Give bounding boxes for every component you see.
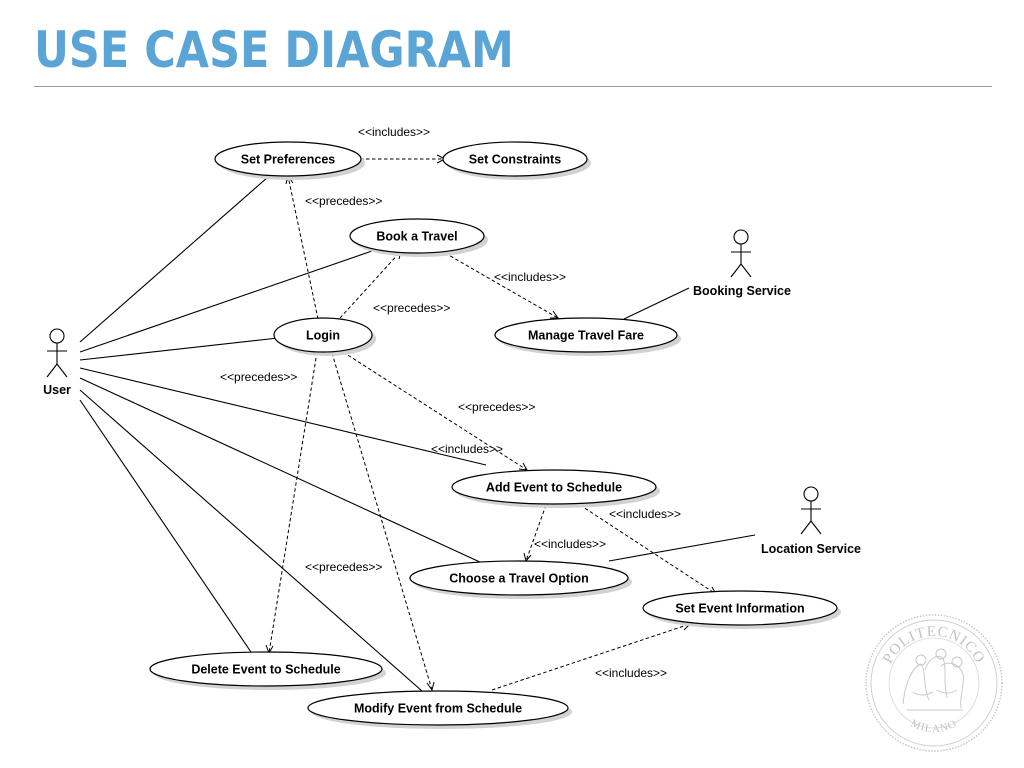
label-login-precedes-add: <<precedes>>: [458, 400, 535, 414]
label-login-precedes-setpref: <<precedes>>: [305, 194, 382, 208]
actor-stick-figure-icon: [730, 229, 752, 278]
dep-login-delete: [268, 351, 318, 654]
actor-stick-figure-icon: [46, 328, 68, 378]
actor-location-service[interactable]: Location Service: [761, 486, 861, 556]
label-book-includes-fare: <<includes>>: [494, 270, 566, 284]
assoc-location-chooseoption: [608, 534, 756, 562]
label-login-precedes-delete: <<precedes>>: [220, 370, 297, 384]
label-add-includes-choose: <<includes>>: [534, 537, 606, 551]
use-case-label: Set Event Information: [675, 602, 804, 616]
assoc-user-addevent: [79, 367, 487, 466]
dep-add-choose: [525, 504, 547, 562]
assoc-user-login: [79, 337, 279, 361]
relationship-labels: <<includes>> <<precedes>> <<includes>> <…: [220, 125, 681, 680]
use-case-modify-event-from-schedule[interactable]: Modify Event from Schedule: [307, 690, 572, 729]
dep-login-book: [339, 250, 402, 319]
assoc-user-modifyevent: [79, 389, 423, 692]
use-case-label: Modify Event from Schedule: [354, 702, 522, 716]
use-case-label: Add Event to Schedule: [486, 481, 622, 495]
actor-label: Location Service: [761, 542, 861, 556]
actor-label: Booking Service: [693, 284, 791, 298]
actor-stick-figure-icon: [800, 486, 822, 535]
use-case-label: Delete Event to Schedule: [191, 663, 340, 677]
assoc-user-bookatravel: [79, 250, 373, 353]
title-divider: [34, 86, 992, 87]
arrowhead: [426, 681, 435, 692]
use-case-set-event-information[interactable]: Set Event Information: [642, 590, 841, 629]
use-case-choose-a-travel-option[interactable]: Choose a Travel Option: [409, 560, 632, 599]
assoc-user-chooseoption: [79, 377, 483, 564]
use-case-label: Manage Travel Fare: [528, 329, 644, 343]
dep-login-modify: [331, 352, 433, 691]
use-case-set-constraints[interactable]: Set Constraints: [442, 141, 591, 180]
use-case-label: Set Constraints: [469, 153, 561, 167]
use-case-manage-travel-fare[interactable]: Manage Travel Fare: [494, 317, 681, 356]
actor-label: User: [43, 383, 71, 397]
politecnico-seal-logo: POLITECNICO MILANO: [865, 614, 1003, 752]
dep-login-setpref: [287, 175, 319, 320]
use-case-label: Choose a Travel Option: [449, 572, 589, 586]
arrowhead: [550, 310, 559, 319]
dep-login-add: [342, 351, 528, 471]
assoc-booking-fare: [623, 287, 690, 320]
slide-title: USE CASE DIAGRAM: [34, 21, 514, 79]
assoc-user-deleteevent: [79, 399, 254, 656]
label-modify-includes-info: <<includes>>: [595, 666, 667, 680]
svg-text:MILANO: MILANO: [909, 717, 960, 735]
dep-add-info: [579, 504, 717, 595]
label-add-includes-info: <<includes>>: [609, 507, 681, 521]
use-case-label: Book a Travel: [376, 230, 457, 244]
use-case-delete-event-to-schedule[interactable]: Delete Event to Schedule: [149, 651, 386, 690]
dep-modify-info: [491, 623, 691, 691]
actor-booking-service[interactable]: Booking Service: [693, 229, 791, 298]
dependencies: [265, 154, 717, 692]
label-login-precedes-book: <<precedes>>: [373, 301, 450, 315]
assoc-user-setpreferences: [79, 176, 269, 343]
use-case-book-a-travel[interactable]: Book a Travel: [349, 218, 488, 257]
label-setpref-includes-constraints: <<includes>>: [358, 125, 430, 139]
label-login-precedes-modify: <<precedes>>: [305, 560, 382, 574]
use-case-label: Login: [306, 329, 340, 343]
label-user-includes-add: <<includes>>: [431, 442, 503, 456]
use-case-add-event-to-schedule[interactable]: Add Event to Schedule: [451, 469, 660, 508]
associations: [79, 176, 756, 692]
actor-user[interactable]: User: [43, 328, 71, 397]
use-case-login[interactable]: Login: [273, 317, 376, 356]
use-case-label: Set Preferences: [241, 153, 336, 167]
dep-book-fare: [444, 252, 559, 319]
use-case-set-preferences[interactable]: Set Preferences: [214, 141, 365, 180]
svg-text:POLITECNICO: POLITECNICO: [880, 624, 988, 667]
